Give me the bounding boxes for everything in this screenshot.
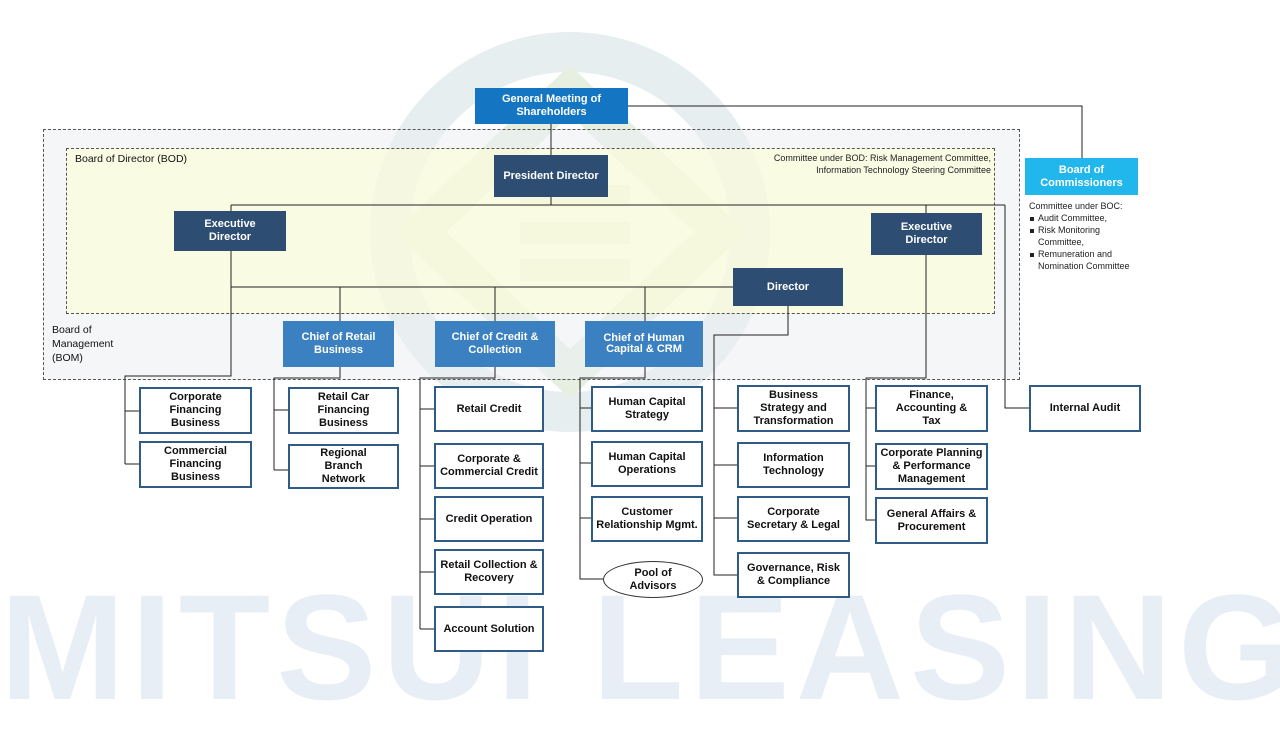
general-meeting-of-shareholders-box: General Meeting of Shareholders (475, 88, 628, 124)
corporate-commercial-credit-box: Corporate & Commercial Credit (434, 443, 544, 489)
bom-label-line2: Management (52, 338, 114, 350)
corporate-planning-performance-box: Corporate Planning & Performance Managem… (875, 443, 988, 490)
finance-accounting-tax-box: Finance, Accounting & Tax (875, 385, 988, 432)
human-capital-strategy-box: Human Capital Strategy (591, 386, 703, 432)
bom-label-line3: (BOM) (52, 352, 83, 364)
chief-of-credit-collection-box: Chief of Credit & Collection (435, 321, 555, 367)
governance-risk-compliance-box: Governance, Risk & Compliance (737, 552, 850, 598)
pool-of-advisors-oval: Pool of Advisors (603, 561, 703, 598)
executive-director-right-box: Executive Director (871, 213, 982, 255)
boc-committee-note: Committee under BOC: Audit Committee, Ri… (1029, 200, 1141, 272)
boc-committee-list: Audit Committee, Risk Monitoring Committ… (1029, 212, 1141, 272)
boc-committee-item: Audit Committee, (1029, 212, 1141, 224)
credit-operation-box: Credit Operation (434, 496, 544, 542)
bom-label-line1: Board of (52, 324, 92, 336)
corporate-financing-business-box: Corporate Financing Business (139, 387, 252, 434)
account-solution-box: Account Solution (434, 606, 544, 652)
information-technology-box: Information Technology (737, 442, 850, 488)
general-affairs-procurement-box: General Affairs & Procurement (875, 497, 988, 544)
boc-committee-item: Remuneration and Nomination Committee (1029, 248, 1141, 272)
board-of-commissioners-box: Board of Commissioners (1025, 158, 1138, 195)
business-strategy-transformation-box: Business Strategy and Transformation (737, 385, 850, 432)
chief-of-human-capital-crm-box: Chief of Human Capital & CRM (585, 321, 703, 367)
boc-committee-item: Risk Monitoring Committee, (1029, 224, 1141, 248)
bod-committee-line2: Information Technology Steering Committe… (816, 164, 991, 175)
executive-director-left-box: Executive Director (174, 211, 286, 251)
customer-relationship-mgmt-box: Customer Relationship Mgmt. (591, 496, 703, 542)
president-director-box: President Director (494, 155, 608, 197)
commercial-financing-business-box: Commercial Financing Business (139, 441, 252, 488)
retail-collection-recovery-box: Retail Collection & Recovery (434, 549, 544, 595)
bod-committee-line1: Committee under BOD: Risk Management Com… (773, 153, 991, 163)
bod-label: Board of Director (BOD) (75, 153, 188, 165)
boc-committee-title: Committee under BOC: (1029, 201, 1123, 211)
retail-credit-box: Retail Credit (434, 386, 544, 432)
bod-committee-note: Committee under BOD: Risk Management Com… (690, 153, 991, 176)
regional-branch-network-box: Regional Branch Network (288, 444, 399, 489)
director-box: Director (733, 268, 843, 306)
internal-audit-box: Internal Audit (1029, 385, 1141, 432)
human-capital-operations-box: Human Capital Operations (591, 441, 703, 487)
chief-of-retail-business-box: Chief of Retail Business (283, 321, 394, 367)
retail-car-financing-business-box: Retail Car Financing Business (288, 387, 399, 434)
corporate-secretary-legal-box: Corporate Secretary & Legal (737, 496, 850, 542)
